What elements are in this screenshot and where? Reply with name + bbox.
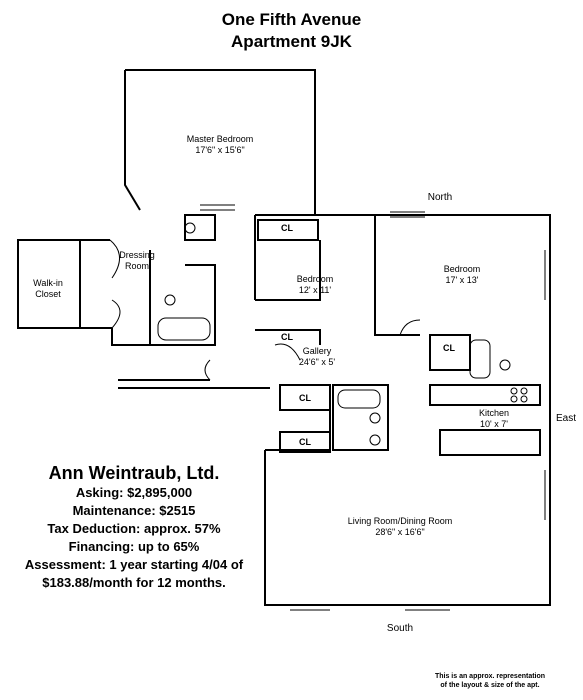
- door-swing: [109, 239, 120, 279]
- window: [390, 211, 425, 218]
- sink: [369, 412, 381, 424]
- kitchen-counter-2: [439, 429, 541, 456]
- master-bedroom-west-wall: [124, 70, 141, 211]
- disclaimer-line-1: This is an approx. representation: [434, 673, 546, 680]
- window: [544, 250, 551, 520]
- gallery-size: 24'6" x 5': [299, 357, 335, 367]
- closet-label: CL: [443, 343, 455, 353]
- door-swing: [111, 299, 121, 329]
- gallery-closet: [255, 329, 321, 345]
- sink: [184, 222, 196, 234]
- disclaimer-line-2: of the layout & size of the apt.: [440, 682, 540, 689]
- window: [290, 604, 450, 611]
- burner: [510, 395, 518, 403]
- east-label: East: [556, 413, 576, 424]
- toilet: [369, 434, 381, 446]
- south-label: South: [387, 623, 413, 634]
- asking-price: Asking: $2,895,000: [75, 485, 193, 500]
- door-swing: [274, 343, 301, 361]
- bedroom-2-label: Bedroom: [444, 264, 481, 274]
- closet-box: [279, 431, 331, 453]
- maintenance-fee: Maintenance: $2515: [72, 503, 196, 518]
- master-bath-wall: [184, 214, 216, 241]
- north-label: North: [428, 192, 452, 203]
- walk-in-closet-label-2: Closet: [35, 289, 61, 299]
- dressing-room-label-2: Room: [125, 261, 149, 271]
- master-bath-wall-2: [149, 250, 216, 346]
- dressing-room-wall: [80, 239, 150, 346]
- closet-label: CL: [281, 332, 293, 342]
- burner: [520, 387, 528, 395]
- burner: [510, 387, 518, 395]
- closet-label: CL: [299, 437, 311, 447]
- living-room-label: Living Room/Dining Room: [348, 516, 453, 526]
- bedroom-2-west-wall: [374, 215, 420, 336]
- door-swing: [204, 359, 211, 381]
- plan-title: One Fifth Avenue: [221, 10, 362, 29]
- bathtub: [157, 317, 211, 341]
- toilet: [164, 294, 176, 306]
- master-bedroom-size: 17'6" x 15'6": [195, 145, 244, 155]
- financing: Financing: up to 65%: [68, 539, 200, 554]
- assessment-amount: $183.88/month for 12 months.: [42, 575, 226, 590]
- hall-bath-wall: [332, 384, 389, 451]
- bathtub: [469, 339, 491, 379]
- disclaimer: This is an approx. representation of the…: [405, 672, 575, 690]
- bedroom-2-wall: [315, 214, 551, 345]
- window: [200, 204, 235, 211]
- kitchen-counter: [429, 384, 541, 406]
- walk-in-closet-wall: [17, 239, 81, 329]
- closet-label: CL: [281, 223, 293, 233]
- master-bedroom-wall: [125, 69, 316, 215]
- closet-label: CL: [299, 393, 311, 403]
- kitchen-size: 10' x 7': [480, 419, 508, 429]
- dressing-room-label: Dressing: [119, 250, 155, 260]
- living-room-size: 28'6" x 16'6": [375, 527, 424, 537]
- listing-info: Ann Weintraub, Ltd. Asking: $2,895,000 M…: [0, 462, 268, 592]
- door-swing: [399, 319, 421, 336]
- burner: [520, 395, 528, 403]
- walk-in-closet-label: Walk-in: [33, 278, 63, 288]
- gallery-label: Gallery: [303, 346, 332, 356]
- closet-box: [279, 384, 331, 411]
- gallery-wall: [118, 379, 270, 389]
- tax-deduction: Tax Deduction: approx. 57%: [47, 521, 221, 536]
- toilet: [499, 359, 511, 371]
- bedroom-1-size: 12' x 11': [299, 285, 332, 295]
- apartment-number: Apartment 9JK: [231, 32, 352, 51]
- broker-name: Ann Weintraub, Ltd.: [48, 463, 220, 483]
- closet-box: [257, 219, 319, 241]
- bedroom-1-label: Bedroom: [297, 274, 334, 284]
- kitchen-label: Kitchen: [479, 408, 509, 418]
- bathtub: [337, 389, 381, 409]
- assessment: Assessment: 1 year starting 4/04 of: [24, 557, 244, 572]
- bedroom-2-size: 17' x 13': [446, 275, 479, 285]
- master-bedroom-label: Master Bedroom: [187, 134, 254, 144]
- bedroom-1-wall: [254, 215, 321, 301]
